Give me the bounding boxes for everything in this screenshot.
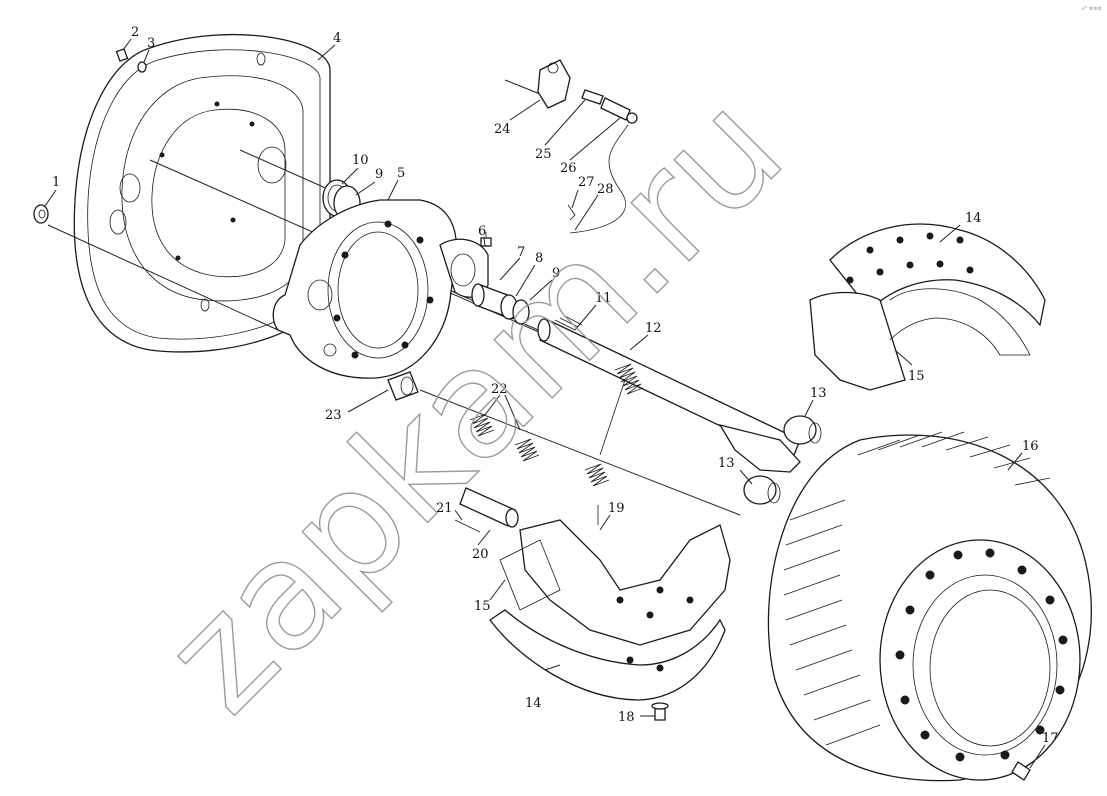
callout-9-upper: 9 <box>375 167 383 182</box>
callout-21: 21 <box>436 501 453 516</box>
camshaft-part <box>537 315 801 473</box>
grease-fitting-part <box>480 232 492 247</box>
callout-15-upper: 15 <box>908 369 925 384</box>
brake-drum-part <box>767 431 1093 782</box>
camshaft-bushing-part <box>471 283 530 325</box>
callout-4: 4 <box>333 31 341 46</box>
callout-14-lower: 14 <box>525 696 542 711</box>
callout-18: 18 <box>618 710 635 725</box>
callout-1: 1 <box>52 175 60 190</box>
callout-28: 28 <box>597 182 614 197</box>
callout-12: 12 <box>645 321 662 336</box>
drum-fins <box>783 431 1051 746</box>
callout-22: 22 <box>491 382 508 397</box>
callout-9-lower: 9 <box>552 266 560 281</box>
callout-5: 5 <box>397 166 405 181</box>
anchor-pin-part <box>454 487 519 533</box>
slack-adjuster-bracket-part <box>537 59 638 234</box>
corner-mark: «" ≡≡≡ <box>1082 6 1102 12</box>
callout-27: 27 <box>578 175 595 190</box>
callout-16: 16 <box>1022 439 1039 454</box>
bolt-washer-part <box>115 48 147 73</box>
callout-13-upper: 13 <box>810 386 827 401</box>
callout-10: 10 <box>352 153 369 168</box>
callout-17: 17 <box>1042 731 1059 746</box>
callout-23: 23 <box>325 408 342 423</box>
rollers-part <box>743 415 822 505</box>
callout-11: 11 <box>595 291 612 306</box>
callout-14-upper: 14 <box>965 211 982 226</box>
brake-spider-part <box>272 199 489 379</box>
callout-25: 25 <box>535 147 552 162</box>
callout-6: 6 <box>478 224 486 239</box>
callout-15-lower: 15 <box>474 599 491 614</box>
springs-part <box>469 363 644 525</box>
dust-shield-part <box>73 33 331 353</box>
callout-3: 3 <box>147 36 155 51</box>
lower-brake-shoe-part <box>489 519 731 701</box>
callout-8: 8 <box>535 251 543 266</box>
callout-24: 24 <box>494 122 511 137</box>
callout-19: 19 <box>608 501 625 516</box>
callout-26: 26 <box>560 161 577 176</box>
upper-brake-shoe-part <box>809 223 1046 391</box>
drum-screw-part <box>1011 761 1031 781</box>
leader-lines <box>44 38 1046 769</box>
callout-labels: 1 2 3 4 5 6 7 8 9 9 10 11 12 13 13 14 14… <box>52 25 1059 746</box>
callout-20: 20 <box>472 547 489 562</box>
callout-7: 7 <box>517 245 525 260</box>
rivet-part <box>651 702 669 721</box>
plug-part <box>33 204 49 224</box>
callout-13-lower: 13 <box>718 456 735 471</box>
mount-bolt-part <box>387 371 419 401</box>
callout-2: 2 <box>131 25 139 40</box>
